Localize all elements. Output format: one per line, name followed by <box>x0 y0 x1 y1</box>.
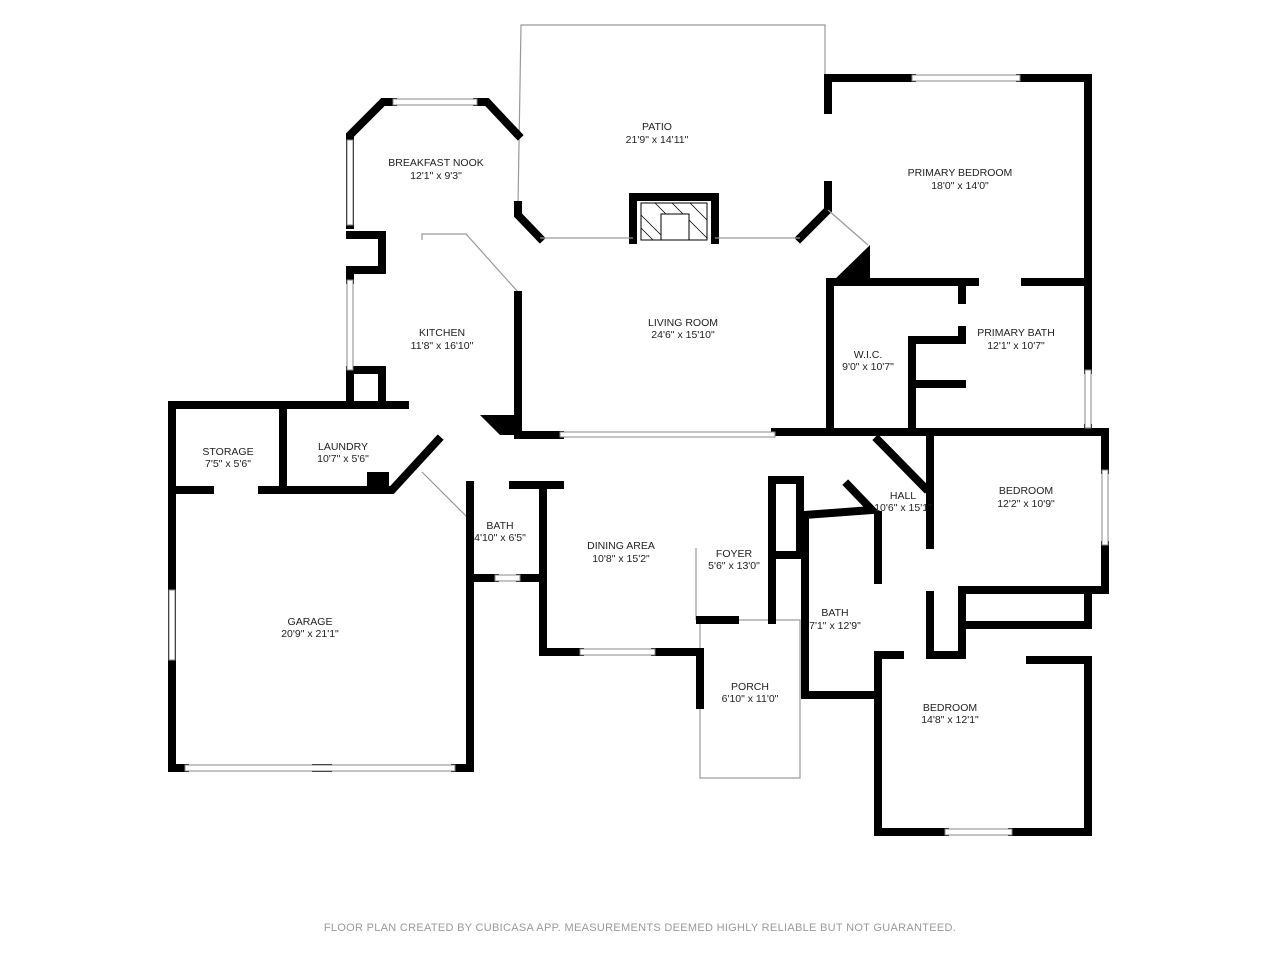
room-size-primary-bath: 12'1" x 10'7" <box>987 340 1045 352</box>
room-name-bath: BATH <box>486 520 513 532</box>
room-name-wic: W.I.C. <box>854 349 883 361</box>
room-name-bedroom: BEDROOM <box>999 485 1053 497</box>
room-size-garage: 20'9" x 21'1" <box>281 628 339 640</box>
room-name-primary-bedroom: PRIMARY BEDROOM <box>908 167 1013 179</box>
room-size-laundry: 10'7" x 5'6" <box>317 453 369 465</box>
windows <box>168 74 1109 836</box>
room-name-laundry: LAUNDRY <box>318 441 368 453</box>
footer-disclaimer: FLOOR PLAN CREATED BY CUBICASA APP. MEAS… <box>324 922 956 934</box>
room-labels: PATIO 21'9" x 14'11" BREAKFAST NOOK 12'1… <box>202 121 1055 726</box>
room-size-breakfast-nook: 12'1" x 9'3" <box>410 170 462 182</box>
room-name-garage: GARAGE <box>288 616 333 628</box>
room-name-dining-area: DINING AREA <box>587 540 655 552</box>
room-size-bedroom-2: 14'8" x 12'1" <box>921 714 979 726</box>
room-size-wic: 9'0" x 10'7" <box>842 361 894 373</box>
room-size-porch: 6'10" x 11'0" <box>722 693 779 705</box>
room-name-primary-bath: PRIMARY BATH <box>977 327 1055 339</box>
room-name-bedroom-2: BEDROOM <box>923 702 977 714</box>
room-name-foyer: FOYER <box>716 548 753 560</box>
room-size-kitchen: 11'8" x 16'10" <box>411 340 474 352</box>
room-size-bath: 4'10" x 6'5" <box>474 532 526 544</box>
room-size-bath-2: 7'1" x 12'9" <box>809 620 861 632</box>
room-name-porch: PORCH <box>731 681 769 693</box>
room-size-dining-area: 10'8" x 15'2" <box>592 553 650 565</box>
room-size-patio: 21'9" x 14'11" <box>626 134 689 146</box>
room-name-patio: PATIO <box>642 121 672 133</box>
room-size-foyer: 5'6" x 13'0" <box>708 560 760 572</box>
room-name-breakfast-nook: BREAKFAST NOOK <box>388 157 484 169</box>
room-size-storage: 7'5" x 5'6" <box>205 458 251 470</box>
room-size-primary-bedroom: 18'0" x 14'0" <box>931 180 989 192</box>
room-name-storage: STORAGE <box>202 446 253 458</box>
room-name-bath-2: BATH <box>821 607 848 619</box>
room-name-living-room: LIVING ROOM <box>648 317 718 329</box>
thin-outlines <box>421 24 826 779</box>
room-size-hall: 10'6" x 15'1" <box>874 502 932 514</box>
room-name-hall: HALL <box>890 490 916 502</box>
room-size-bedroom: 12'2" x 10'9" <box>997 498 1055 510</box>
room-size-living-room: 24'6" x 15'10" <box>651 329 715 341</box>
room-name-kitchen: KITCHEN <box>419 327 465 339</box>
